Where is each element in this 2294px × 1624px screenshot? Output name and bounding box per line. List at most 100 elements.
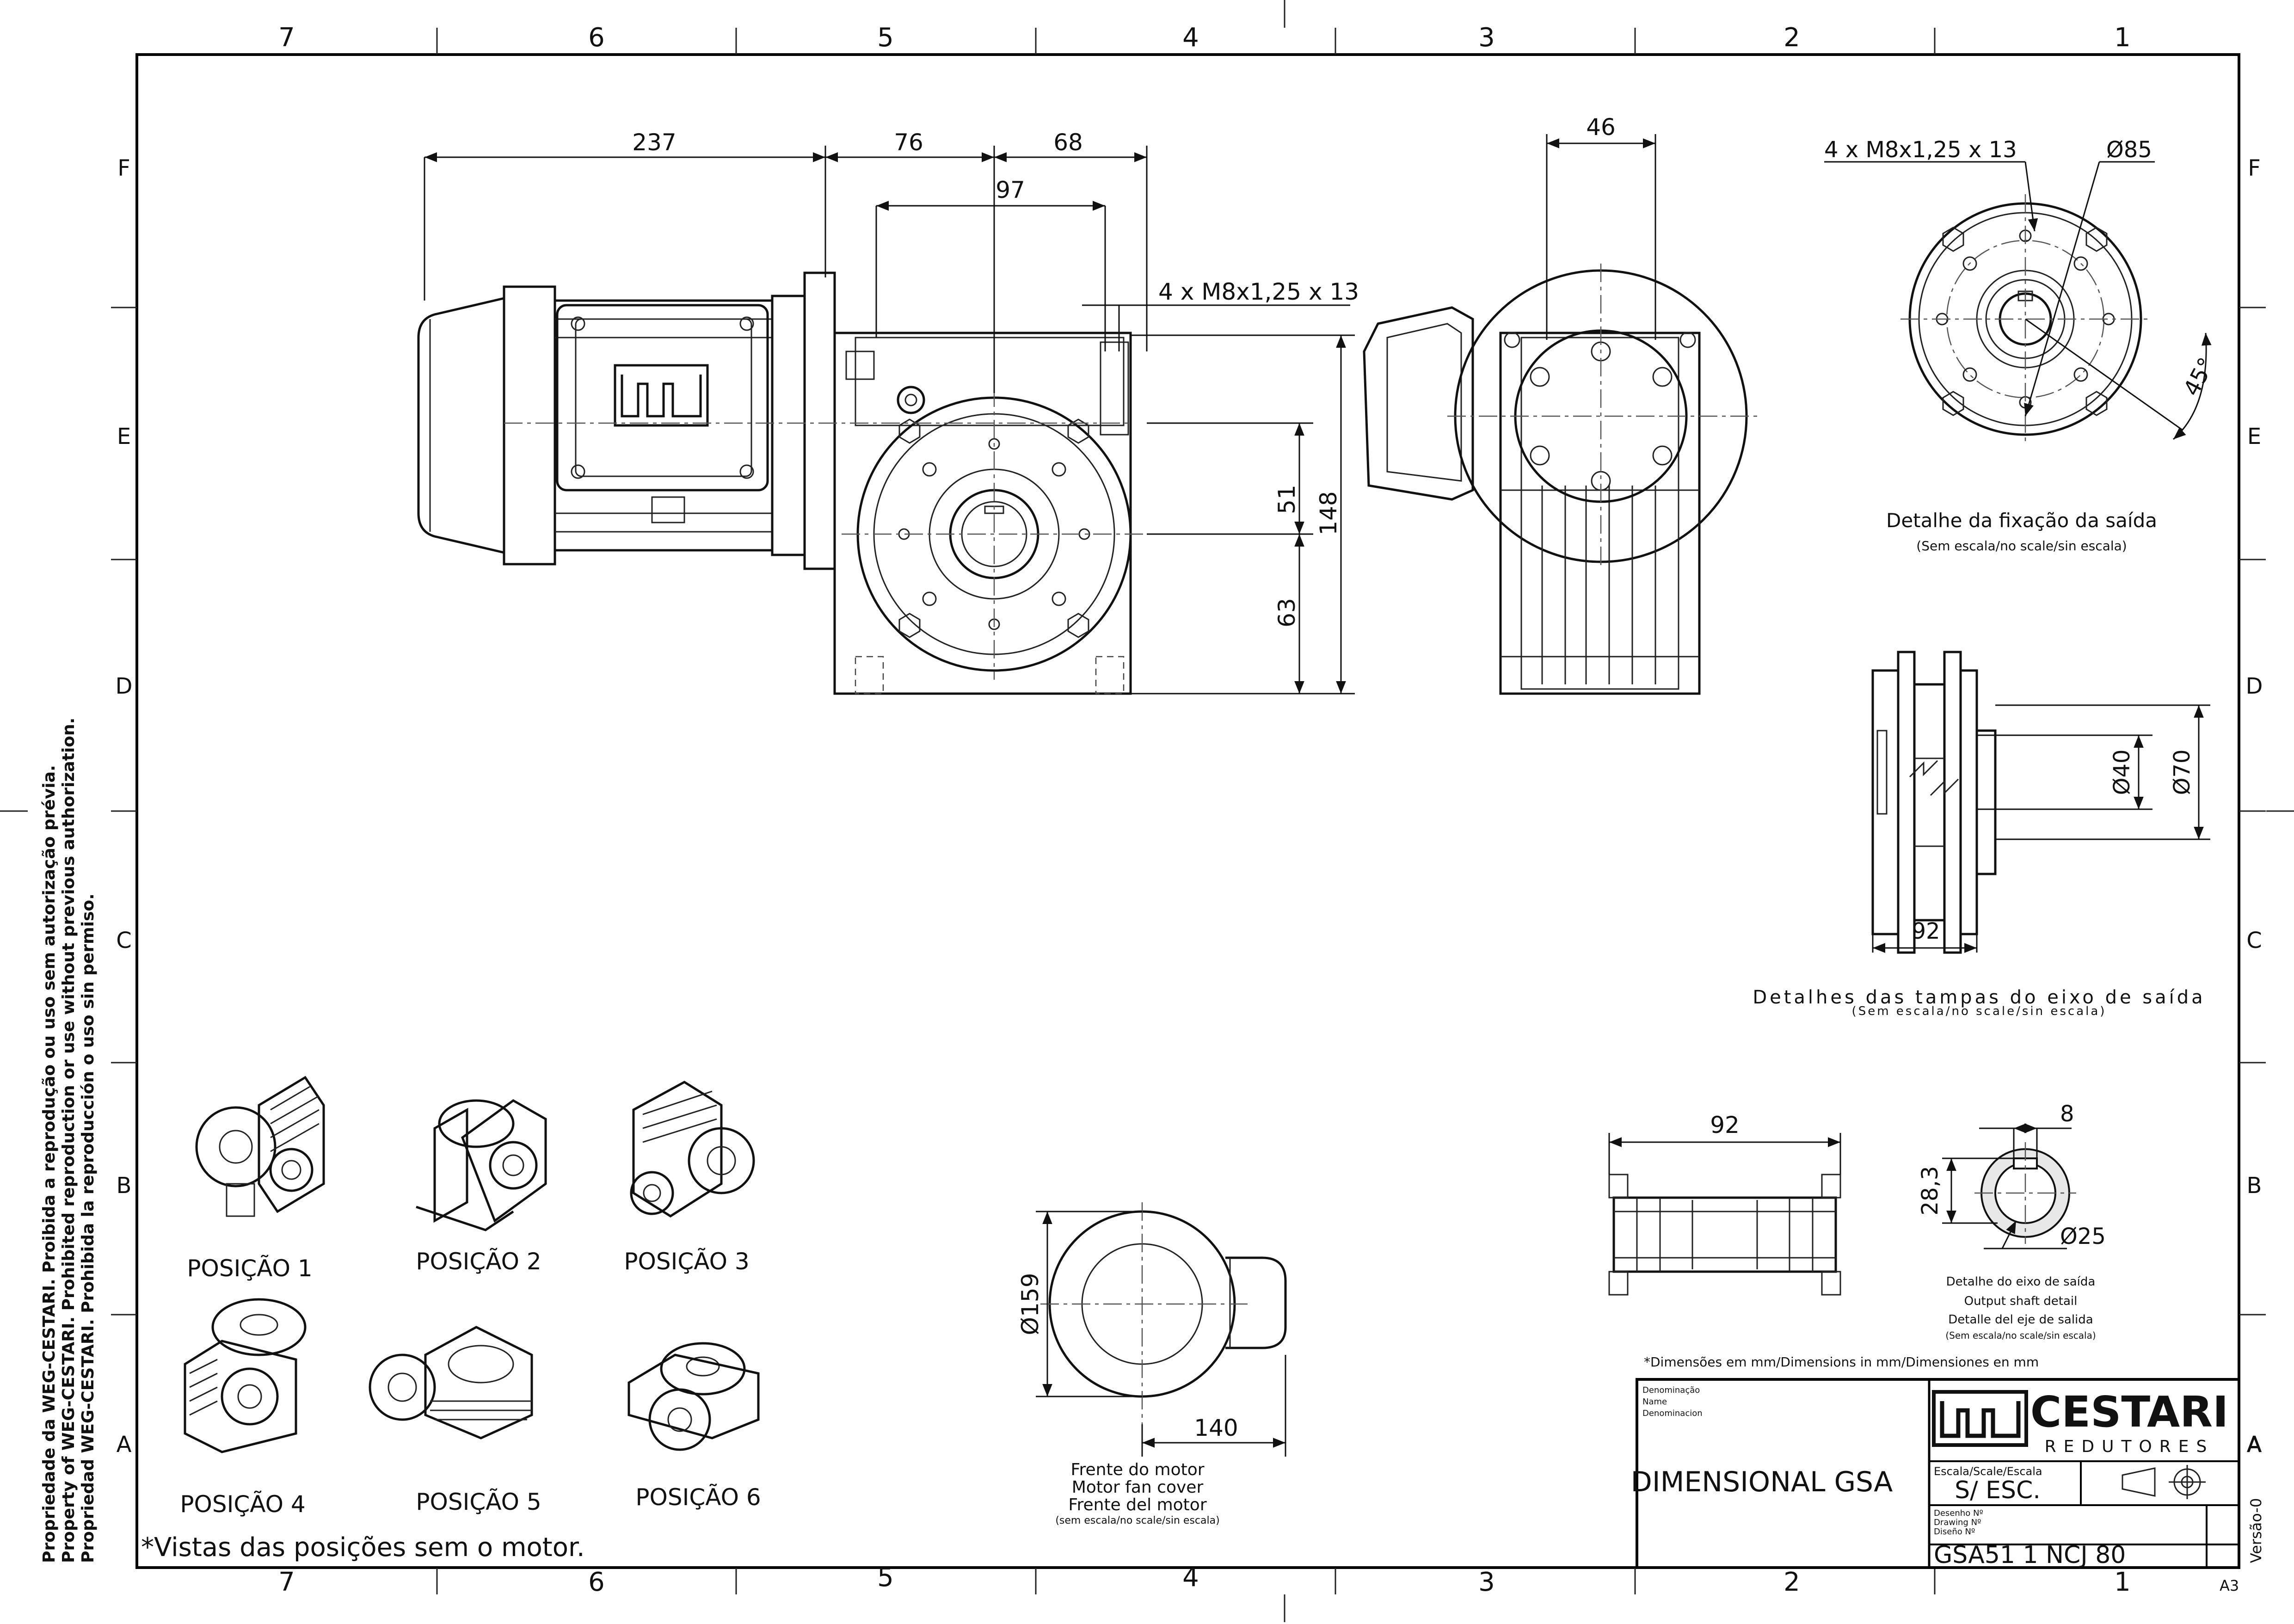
drawing-number: GSA51 1 NCJ 80 [1934, 1541, 2126, 1569]
shaft-title-es: Detalle del eje de salida [1948, 1313, 2093, 1327]
positions-note: *Vistas das posições sem o motor. [141, 1532, 585, 1562]
position-4-view [184, 1298, 307, 1453]
plan-dim-92: 92 [1710, 1112, 1740, 1138]
plan-view: 92 [1608, 1112, 1841, 1296]
covers-dim-40: Ø40 [2109, 750, 2135, 795]
dim-63: 63 [1273, 598, 1300, 627]
position-6-view [627, 1342, 760, 1451]
sheet-size: A3 [2220, 1577, 2239, 1594]
fixing-angle: 45° [2178, 353, 2220, 400]
shaft-dim-28-3: 28,3 [1917, 1166, 1943, 1216]
row-label-F: F [117, 155, 130, 181]
column-label-7: 7 [278, 23, 295, 53]
row-label-C-right: C [2246, 928, 2262, 953]
drawing-label-pt: Desenho Nº [1934, 1508, 1983, 1518]
motor-front-view: Ø159 140 Frente do motor Motor fan cover… [1017, 1202, 1287, 1526]
projection-symbol-icon [2122, 1465, 2206, 1499]
denom-label-pt: Denominação [1642, 1385, 1700, 1395]
covers-subtitle: (Sem escala/no scale/sin escala) [1852, 1004, 2107, 1018]
position-2-view [416, 1099, 547, 1231]
dim-76: 76 [894, 129, 923, 156]
denom-label-es: Denominacion [1642, 1409, 1703, 1418]
shaft-dim-8: 8 [2060, 1101, 2074, 1127]
column-label-2-bottom: 2 [1784, 1567, 1800, 1597]
notice-pt: Propriedade da WEG-CESTARI. Proibida a r… [40, 765, 59, 1563]
motor-dim-140: 140 [1194, 1415, 1238, 1441]
output-fixing-detail: 4 x M8x1,25 x 13 Ø85 45° Detalhe da fixa… [1824, 137, 2220, 554]
dim-68: 68 [1053, 129, 1083, 156]
position-5-label: POSIÇÃO 5 [416, 1489, 541, 1515]
mounting-positions: POSIÇÃO 1 POSIÇÃO 2 POSIÇÃO 3 POSIÇÃO 4 [141, 1076, 761, 1562]
brand-name: CESTARI [2030, 1387, 2229, 1437]
position-1-view [195, 1076, 325, 1217]
row-label-A-right: A [2247, 1432, 2262, 1458]
weg-logo [1932, 1390, 2028, 1447]
title-block: Denominação Name Denominacion DIMENSIONA… [1631, 1378, 2265, 1594]
row-label-E: E [117, 424, 131, 449]
fixing-title: Detalhe da fixação da saída [1886, 509, 2157, 532]
denom-label-en: Name [1642, 1397, 1667, 1407]
position-3-label: POSIÇÃO 3 [624, 1248, 749, 1275]
column-label-1-bottom: 1 [2114, 1567, 2131, 1597]
drawing-label-en: Drawing Nº [1934, 1518, 1981, 1527]
shaft-title-pt: Detalhe do eixo de saída [1946, 1275, 2096, 1289]
motor-front-es: Frente del motor [1068, 1495, 1206, 1514]
notice-es: Propriedad WEG-CESTARI. Prohibida la rep… [79, 893, 98, 1563]
column-label-5-bottom: 5 [877, 1562, 894, 1593]
dim-237: 237 [632, 129, 676, 156]
column-label-5: 5 [877, 23, 894, 53]
dim-51: 51 [1273, 485, 1300, 514]
row-label-A: A [117, 1432, 132, 1458]
row-label-D: D [116, 673, 133, 699]
row-label-C: C [116, 928, 132, 953]
fixing-dia: Ø85 [2106, 137, 2152, 163]
position-2-label: POSIÇÃO 2 [416, 1248, 541, 1275]
weg-logo-motor [614, 364, 709, 427]
brand-subtitle: REDUTORES [2045, 1437, 2214, 1456]
position-4-label: POSIÇÃO 4 [180, 1491, 305, 1518]
denomination: DIMENSIONAL GSA [1631, 1466, 1893, 1498]
column-label-3-bottom: 3 [1478, 1567, 1495, 1597]
column-label-6: 6 [588, 23, 605, 53]
column-label-2: 2 [1784, 23, 1800, 53]
position-3-view [630, 1081, 755, 1218]
dim-thread-main: 4 x M8x1,25 x 13 [1158, 278, 1359, 305]
motor-front-en: Motor fan cover [1072, 1478, 1204, 1497]
position-5-view [369, 1326, 533, 1439]
covers-title: Detalhes das tampas do eixo de saída [1753, 987, 2205, 1008]
output-covers-detail: Ø40 Ø70 92 Detalhes das tampas do eixo d… [1753, 651, 2210, 1018]
column-label-6-bottom: 6 [588, 1567, 605, 1597]
main-view: 237 76 68 97 4 x M8x1,25 x 13 51 148 63 [417, 129, 1359, 695]
column-label-3: 3 [1478, 23, 1495, 53]
column-label-4: 4 [1182, 23, 1199, 53]
fixing-subtitle: (Sem escala/no scale/sin escala) [1916, 538, 2127, 554]
copyright-notice: Propriedade da WEG-CESTARI. Proibida a r… [40, 718, 98, 1563]
units-note: *Dimensões em mm/Dimensions in mm/Dimens… [1644, 1354, 2039, 1370]
shaft-subtitle: (Sem escala/no scale/sin escala) [1945, 1330, 2096, 1341]
row-label-E-right: E [2247, 424, 2261, 449]
row-label-F-right: F [2248, 155, 2261, 181]
dim-46: 46 [1586, 114, 1616, 141]
title-zone: A [2247, 1433, 2261, 1457]
column-label-7-bottom: 7 [278, 1567, 295, 1597]
covers-dim-92: 92 [1912, 918, 1940, 944]
scale-label: Escala/Scale/Escala [1934, 1465, 2042, 1478]
row-label-D-right: D [2246, 673, 2263, 699]
shaft-dim-25: Ø25 [2060, 1224, 2106, 1249]
motor-front-subtitle: (sem escala/no scale/sin escala) [1055, 1515, 1219, 1526]
motor-dim-159: Ø159 [1017, 1273, 1044, 1335]
row-label-B-right: B [2247, 1173, 2262, 1199]
dim-97: 97 [996, 177, 1025, 203]
column-label-1: 1 [2114, 23, 2131, 53]
position-6-label: POSIÇÃO 6 [635, 1484, 761, 1511]
scale-value: S/ ESC. [1955, 1476, 2041, 1504]
notice-en: Property of WEG-CESTARI. Prohibited repr… [59, 718, 78, 1563]
fixing-thread: 4 x M8x1,25 x 13 [1824, 137, 2017, 163]
side-view: 46 [1363, 114, 1757, 695]
shaft-title-en: Output shaft detail [1964, 1294, 2078, 1308]
motor-front-pt: Frente do motor [1070, 1460, 1204, 1479]
drawing-label-es: Diseño Nº [1934, 1527, 1975, 1537]
dim-148: 148 [1315, 491, 1342, 535]
